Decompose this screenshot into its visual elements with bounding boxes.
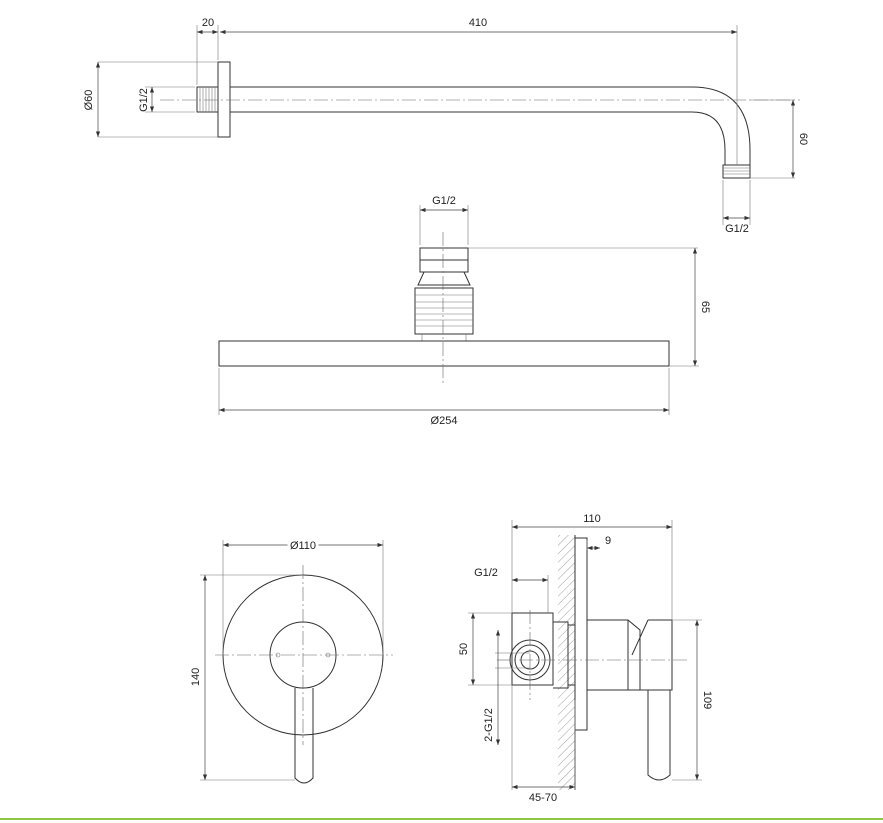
dim-side-depth: 110 [583,513,601,525]
dim-arm-length: 410 [469,17,487,29]
outlet-thread [722,164,751,179]
wall-flange [217,61,231,138]
swivel-nut [414,287,474,335]
mixer-front-view: Ø110 140 [190,537,393,784]
arm-pipe [230,86,751,165]
dim-plate-thickness: 9 [605,535,611,547]
dim-port-threads: 2-G1/2 [483,708,495,742]
shower-arm-view: 20 410 Ø60 G1/2 60 G1/2 [83,17,809,235]
shower-head-view: G1/2 65 Ø254 [218,195,711,427]
dim-front-height: 140 [190,668,202,686]
dim-flange-diameter: Ø60 [83,90,95,111]
dim-side-thread: G1/2 [474,567,498,579]
dim-arm-drop: 60 [797,133,809,145]
mixer-side-view: 110 9 G1/2 50 2-G1/2 109 45-70 [458,513,713,804]
dim-port-spacing: 50 [458,643,470,655]
side-cover-plate [574,537,588,731]
dim-plate-diameter: Ø110 [290,540,316,552]
dim-head-height: 65 [699,301,711,313]
dim-wall-depth: 45-70 [529,792,557,804]
lever-handle [294,688,314,784]
dim-side-height: 109 [701,691,713,709]
inlet-thread [196,86,219,113]
dim-outlet-thread: G1/2 [725,223,749,235]
valve-body [511,612,554,686]
dim-inlet-thread: G1/2 [138,88,150,112]
head-plate [218,340,670,367]
wall-section [558,535,575,790]
dim-flange-width: 20 [202,17,214,29]
side-lever [647,690,671,781]
dim-head-thread: G1/2 [432,195,456,207]
dim-head-diameter: Ø254 [431,415,458,427]
